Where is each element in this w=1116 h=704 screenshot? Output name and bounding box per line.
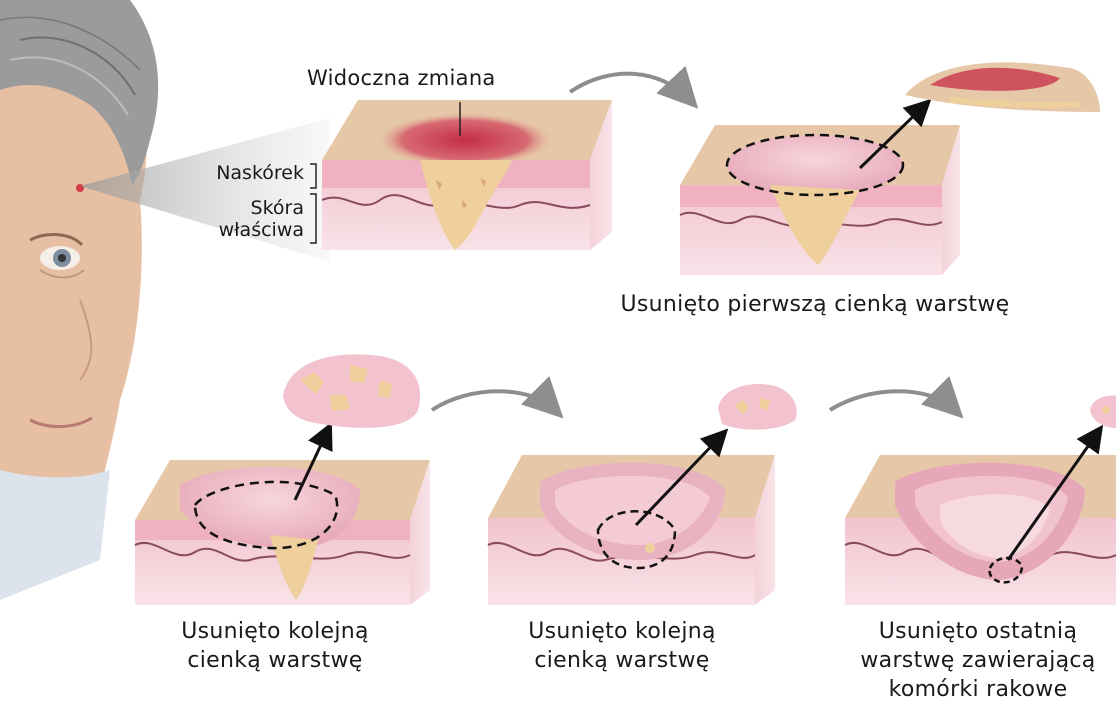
flow-arrow-2 xyxy=(432,391,555,410)
skin-block-step2 xyxy=(135,430,430,605)
removed-tissue-4 xyxy=(1090,396,1116,428)
caption-step4-line2: warstwę zawierającą xyxy=(842,646,1114,675)
skin-block-final xyxy=(845,432,1116,605)
label-epidermis: Naskórek xyxy=(150,162,304,184)
skin-block-intact xyxy=(322,100,612,250)
removed-tissue-1 xyxy=(905,62,1100,112)
caption-step3-line1: Usunięto kolejną xyxy=(487,617,757,646)
label-visible-lesion: Widoczna zmiana xyxy=(307,66,496,90)
label-dermis-line1: Skóra xyxy=(150,197,304,219)
patient-face xyxy=(0,0,158,600)
caption-step1: Usunięto pierwszą cienką warstwę xyxy=(600,290,1030,319)
label-dermis-line2: właściwa xyxy=(150,219,304,241)
caption-step2-line1: Usunięto kolejną xyxy=(140,617,410,646)
caption-step4-line3: komórki rakowe xyxy=(842,675,1114,704)
caption-step3: Usunięto kolejną cienką warstwę xyxy=(487,617,757,675)
caption-step2-line2: cienką warstwę xyxy=(140,646,410,675)
removed-tissue-2 xyxy=(283,354,420,428)
flow-arrow-1 xyxy=(570,74,690,100)
skin-block-step3 xyxy=(488,435,775,605)
caption-step3-line2: cienką warstwę xyxy=(487,646,757,675)
flow-arrow-3 xyxy=(830,391,955,410)
caption-step2: Usunięto kolejną cienką warstwę xyxy=(140,617,410,675)
label-dermis: Skóra właściwa xyxy=(150,197,304,241)
caption-step4-line1: Usunięto ostatnią xyxy=(842,617,1114,646)
removed-tissue-3 xyxy=(718,384,797,430)
caption-step4: Usunięto ostatnią warstwę zawierającą ko… xyxy=(842,617,1114,704)
skin-block-step1 xyxy=(680,105,960,275)
